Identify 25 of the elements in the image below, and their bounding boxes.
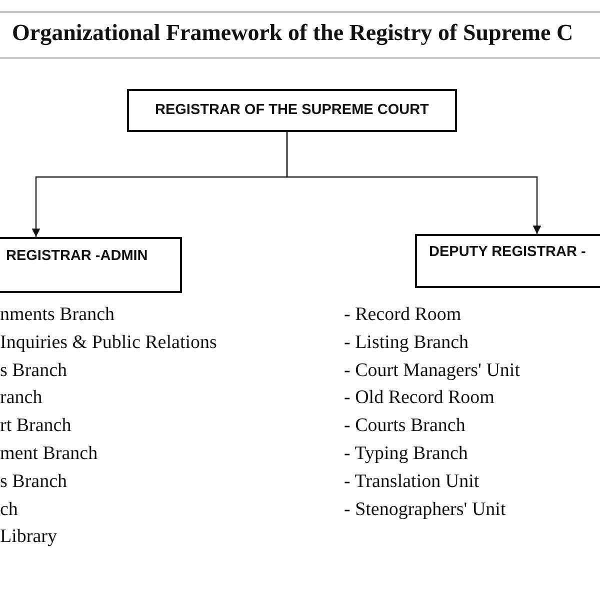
org-box bbox=[0, 237, 182, 293]
branch-list-item: - Court Managers' Unit bbox=[344, 360, 520, 382]
branch-list-item: ment Branch bbox=[0, 443, 98, 465]
branch-list-item: ch bbox=[0, 498, 18, 521]
branch-list-item: Library bbox=[0, 526, 57, 548]
branch-list-item: ranch bbox=[0, 387, 42, 410]
branch-list-item: - Typing Branch bbox=[344, 443, 468, 465]
branch-list-item: - Translation Unit bbox=[344, 470, 480, 493]
branch-list-item: Inquiries & Public Relations bbox=[0, 332, 217, 354]
org-box bbox=[415, 234, 600, 288]
branch-list-item: - Old Record Room bbox=[344, 387, 494, 410]
connector-arrow bbox=[286, 132, 542, 234]
branch-list-item: s Branch bbox=[0, 360, 68, 382]
branch-list-item: nments Branch bbox=[0, 304, 115, 326]
branch-list-item: - Stenographers' Unit bbox=[344, 498, 506, 521]
box-title: REGISTRAR OF THE SUPREME COURT bbox=[155, 102, 429, 118]
box-title: DEPUTY REGISTRAR - bbox=[429, 244, 586, 260]
branch-list-item: rt Branch bbox=[0, 415, 72, 438]
org-box bbox=[127, 89, 457, 132]
box-title: REGISTRAR -ADMIN bbox=[6, 248, 148, 264]
diagram-title: Organizational Framework of the Registry of Supreme C bbox=[12, 20, 574, 46]
branch-list-item: s Branch bbox=[0, 470, 68, 493]
branch-list-item: - Listing Branch bbox=[344, 332, 469, 354]
branch-list-item: - Record Room bbox=[344, 304, 462, 326]
branch-list-item: - Courts Branch bbox=[344, 415, 466, 438]
